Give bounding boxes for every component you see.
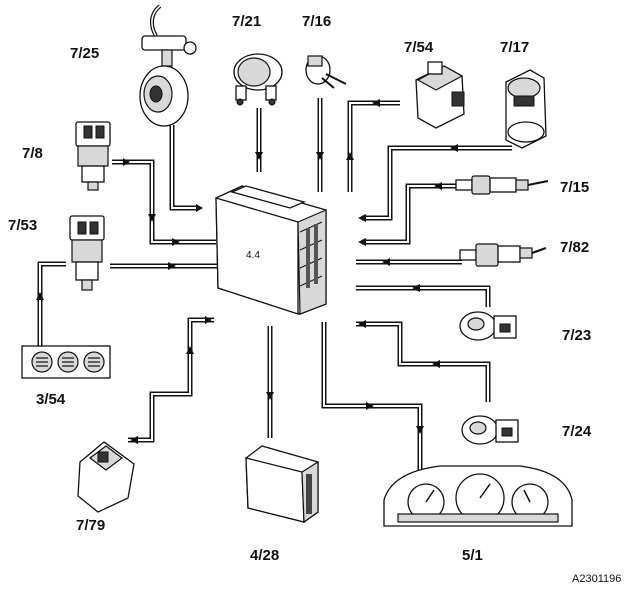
label-7-23: 7/23 xyxy=(562,327,591,344)
label-7-17: 7/17 xyxy=(500,39,529,56)
component-7-23-icon xyxy=(459,311,517,341)
label-7-53: 7/53 xyxy=(8,217,37,234)
label-3-54: 3/54 xyxy=(36,391,66,408)
label-7-15: 7/15 xyxy=(560,179,589,196)
label-5-1: 5/1 xyxy=(462,547,483,564)
label-7-24: 7/24 xyxy=(562,423,592,440)
component-3-54-icon xyxy=(21,345,111,379)
component-5-1-icon xyxy=(383,465,573,527)
component-7-8-icon xyxy=(75,121,111,191)
ecu-control-unit: 4.4 xyxy=(215,185,327,315)
component-7-82-icon xyxy=(459,243,547,267)
label-4-28: 4/28 xyxy=(250,547,279,564)
label-7-25: 7/25 xyxy=(70,45,99,62)
component-7-54-icon xyxy=(415,61,465,129)
component-7-15-icon xyxy=(455,175,549,195)
component-7-21-icon xyxy=(233,53,283,106)
component-7-53-icon xyxy=(69,215,105,291)
component-labels: 7/25 7/21 7/16 7/54 7/17 7/8 7/53 7/15 7… xyxy=(8,13,621,585)
label-7-21: 7/21 xyxy=(232,13,261,30)
label-7-79: 7/79 xyxy=(76,517,105,534)
component-7-24-icon xyxy=(461,415,519,445)
label-7-16: 7/16 xyxy=(302,13,331,30)
component-4-28-icon xyxy=(245,445,319,524)
label-7-8: 7/8 xyxy=(22,145,43,162)
component-7-25-icon xyxy=(139,4,197,127)
component-7-79-icon xyxy=(77,441,135,513)
signal-arrows xyxy=(36,99,458,444)
label-7-82: 7/82 xyxy=(560,239,589,256)
figure-reference: A2301196 xyxy=(572,573,621,585)
ecu-label: 4.4 xyxy=(246,250,260,261)
component-7-16-icon xyxy=(305,55,347,89)
label-7-54: 7/54 xyxy=(404,39,434,56)
component-7-17-icon xyxy=(505,69,547,149)
